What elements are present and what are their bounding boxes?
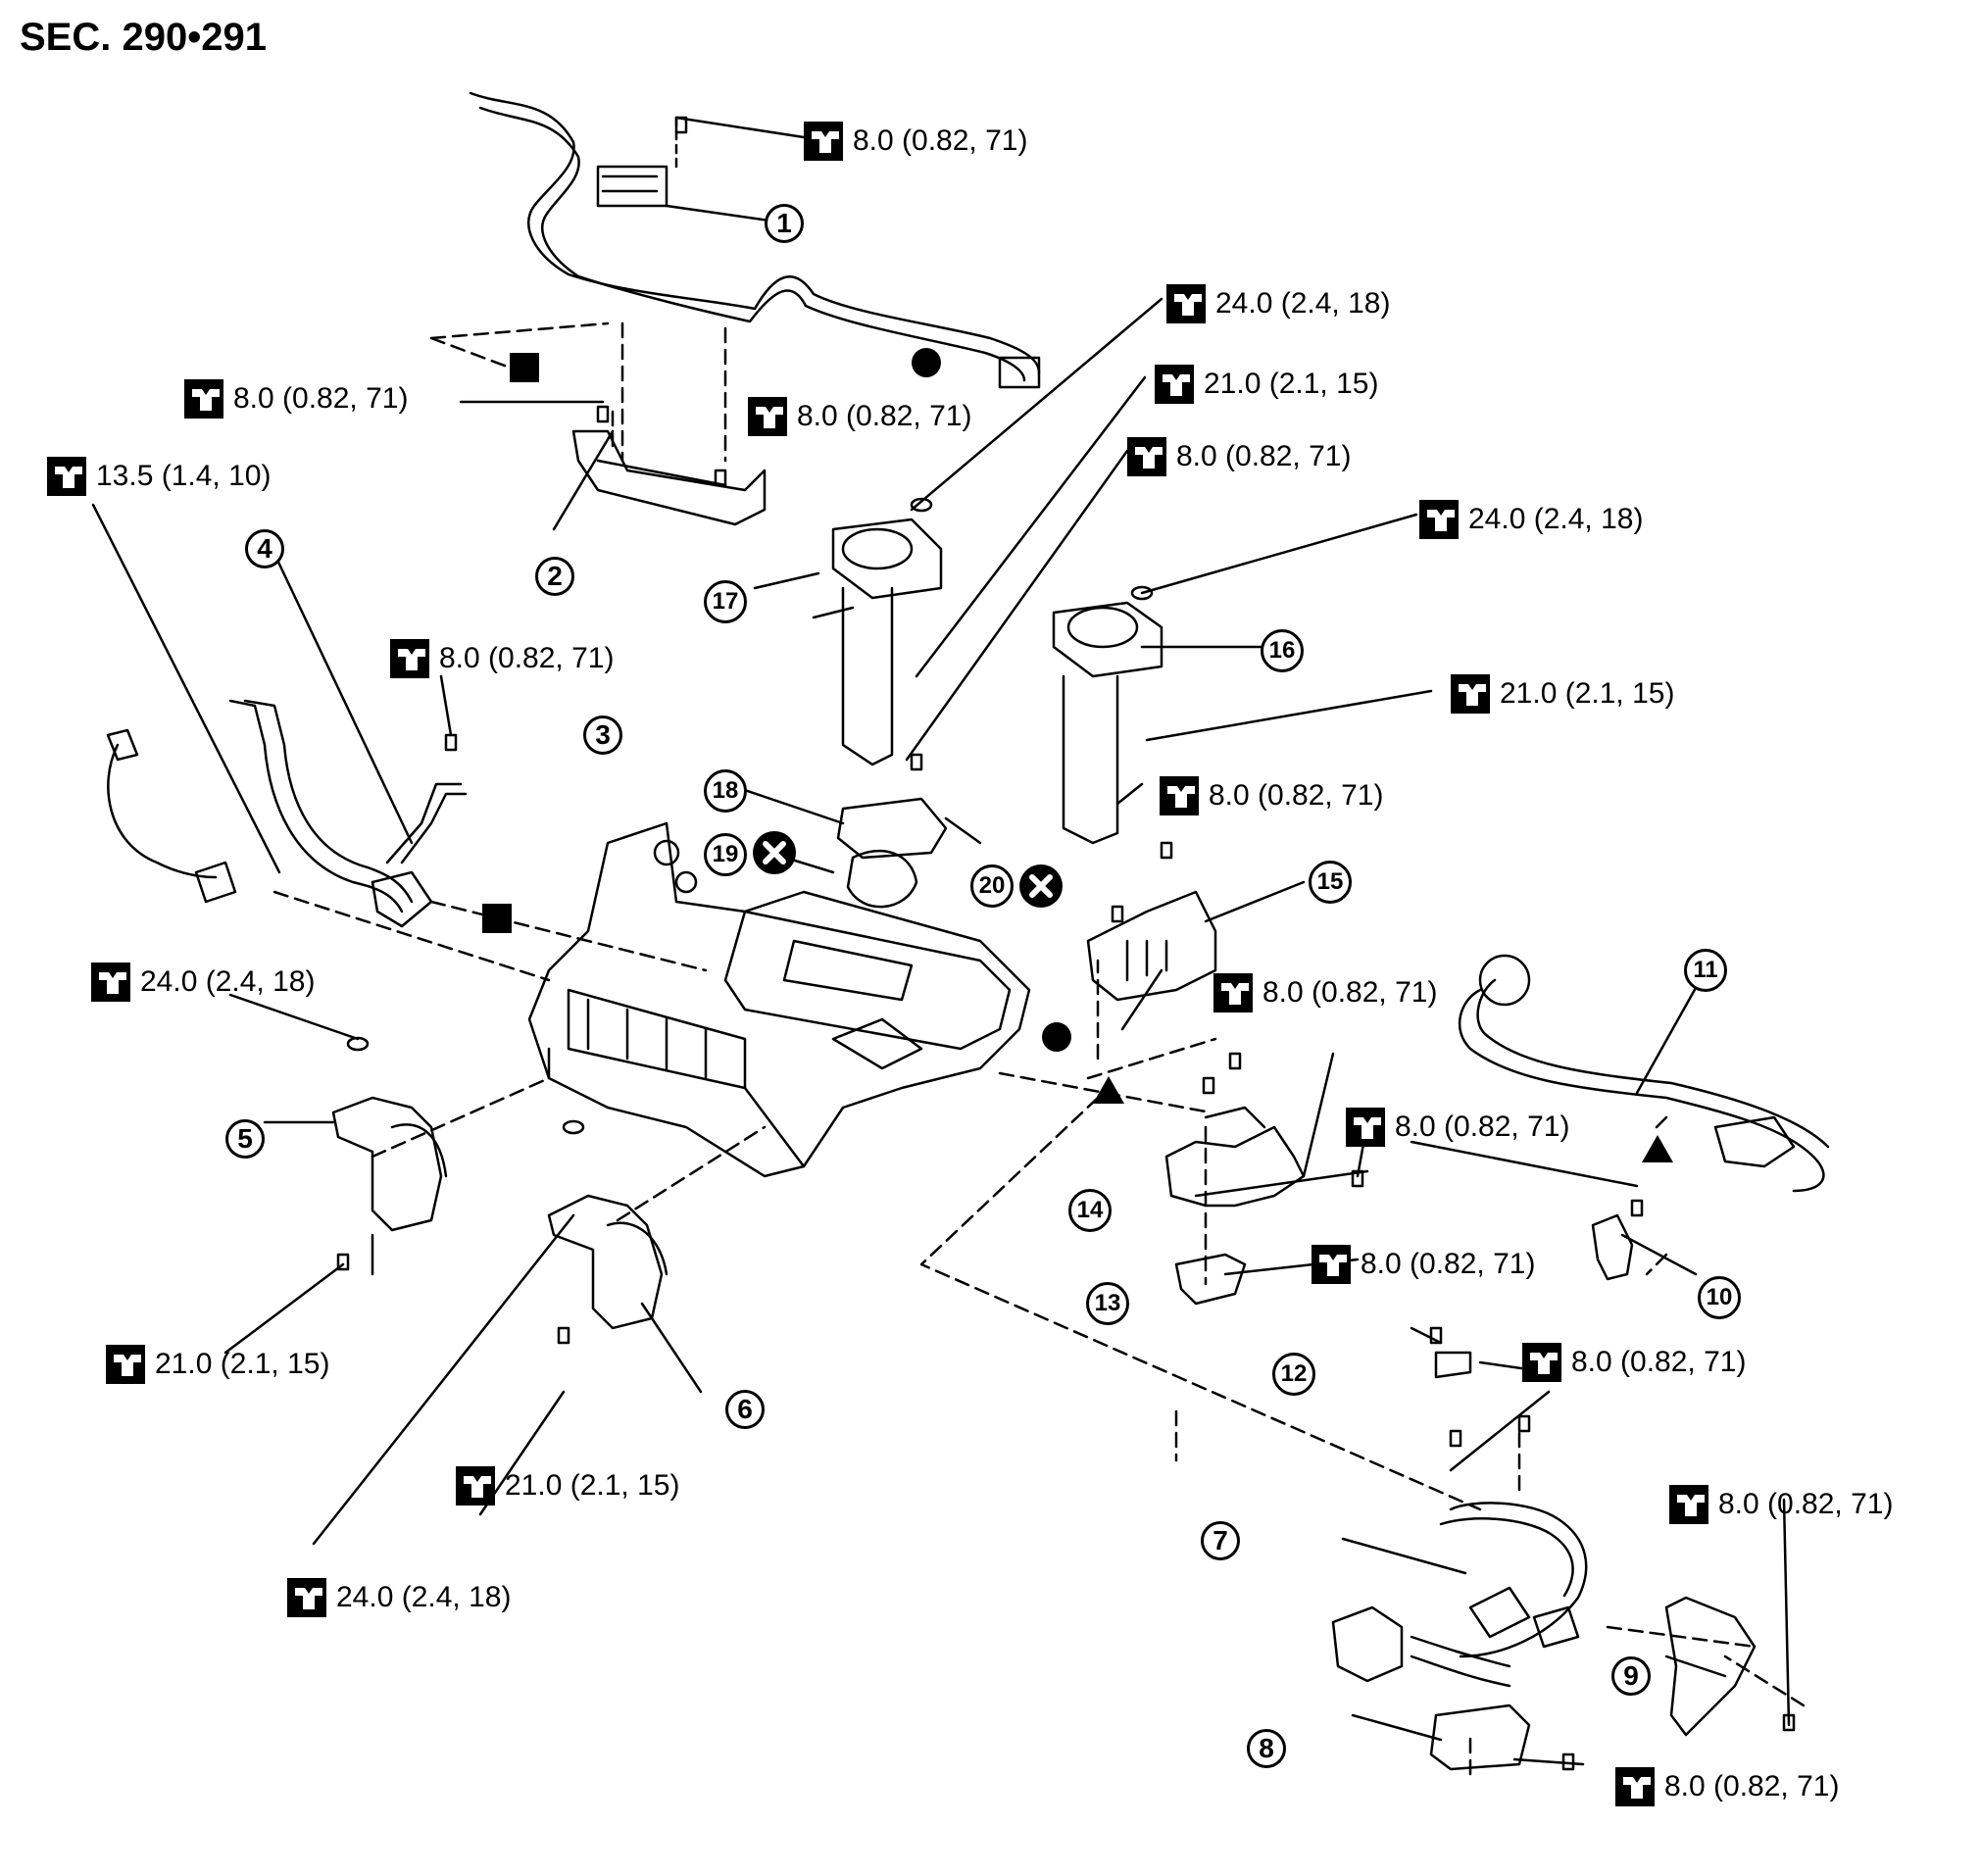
filled-square-icon [510,353,539,382]
callout-14: 14 [1068,1189,1112,1232]
filled-circle-icon [1042,1022,1071,1052]
callout-18: 18 [704,769,747,813]
callout-15: 15 [1309,861,1352,904]
torque-wrench-icon [1155,365,1194,404]
torque-label: 8.0 (0.82, 71) [1669,1485,1893,1524]
torque-wrench-icon [91,963,130,1002]
upper-harness [469,91,1041,374]
torque-wrench-icon [184,379,223,419]
callout-11: 11 [1684,949,1727,992]
torque-wrench-icon [456,1466,495,1506]
torque-wrench-icon [1166,284,1206,323]
torque-label: 21.0 (2.1, 15) [1451,674,1674,714]
callout-17: 17 [704,580,747,623]
callout-12: 12 [1272,1353,1315,1396]
torque-wrench-icon [287,1578,326,1617]
callout-3: 3 [583,716,622,755]
torque-label: 8.0 (0.82, 71) [1160,776,1383,815]
do-not-reuse-icon [753,831,796,874]
torque-wrench-icon [1127,437,1166,476]
torque-label: 8.0 (0.82, 71) [1615,1767,1839,1806]
torque-wrench-icon [1419,500,1459,539]
torque-label: 21.0 (2.1, 15) [456,1466,679,1506]
torque-label: 8.0 (0.82, 71) [804,122,1027,161]
torque-label: 21.0 (2.1, 15) [1155,365,1378,404]
torque-wrench-icon [1160,776,1199,815]
torque-label: 8.0 (0.82, 71) [1522,1343,1746,1382]
callout-16: 16 [1261,629,1304,672]
torque-label: 24.0 (2.4, 18) [1166,284,1390,323]
do-not-reuse-icon [1019,864,1063,908]
filled-triangle-icon [1642,1135,1673,1162]
torque-label: 8.0 (0.82, 71) [748,397,971,436]
torque-label: 8.0 (0.82, 71) [184,379,408,419]
torque-wrench-icon [748,397,787,436]
torque-wrench-icon [1451,674,1490,714]
callout-2: 2 [535,557,574,596]
section-title: SEC. 290•291 [20,16,267,59]
torque-label: 8.0 (0.82, 71) [1213,973,1437,1012]
callout-7: 7 [1201,1521,1240,1560]
torque-wrench-icon [47,457,86,496]
callout-20: 20 [970,864,1014,908]
torque-wrench-icon [1346,1108,1385,1147]
callout-5: 5 [225,1119,265,1159]
torque-wrench-icon [1312,1245,1351,1284]
torque-label: 8.0 (0.82, 71) [1127,437,1351,476]
callout-4: 4 [245,529,284,568]
torque-wrench-icon [1669,1485,1708,1524]
torque-label: 24.0 (2.4, 18) [1419,500,1643,539]
torque-wrench-icon [1522,1343,1561,1382]
torque-label: 24.0 (2.4, 18) [91,963,315,1002]
torque-label: 8.0 (0.82, 71) [1312,1245,1535,1284]
callout-8: 8 [1247,1729,1286,1768]
torque-wrench-icon [106,1345,145,1384]
torque-label: 13.5 (1.4, 10) [47,457,271,496]
filled-circle-icon [912,348,941,377]
torque-wrench-icon [804,122,843,161]
torque-wrench-icon [390,639,429,678]
callout-13: 13 [1086,1282,1129,1325]
callout-9: 9 [1611,1656,1651,1696]
filled-triangle-icon [1093,1076,1124,1104]
torque-label: 24.0 (2.4, 18) [287,1578,511,1617]
filled-square-icon [482,904,512,933]
torque-label: 21.0 (2.1, 15) [106,1345,329,1384]
torque-wrench-icon [1213,973,1253,1012]
callout-10: 10 [1698,1276,1741,1319]
torque-label: 8.0 (0.82, 71) [390,639,614,678]
callout-1: 1 [765,204,804,243]
torque-wrench-icon [1615,1767,1655,1806]
torque-label: 8.0 (0.82, 71) [1346,1108,1569,1147]
callout-6: 6 [725,1390,765,1429]
callout-19: 19 [704,833,747,876]
